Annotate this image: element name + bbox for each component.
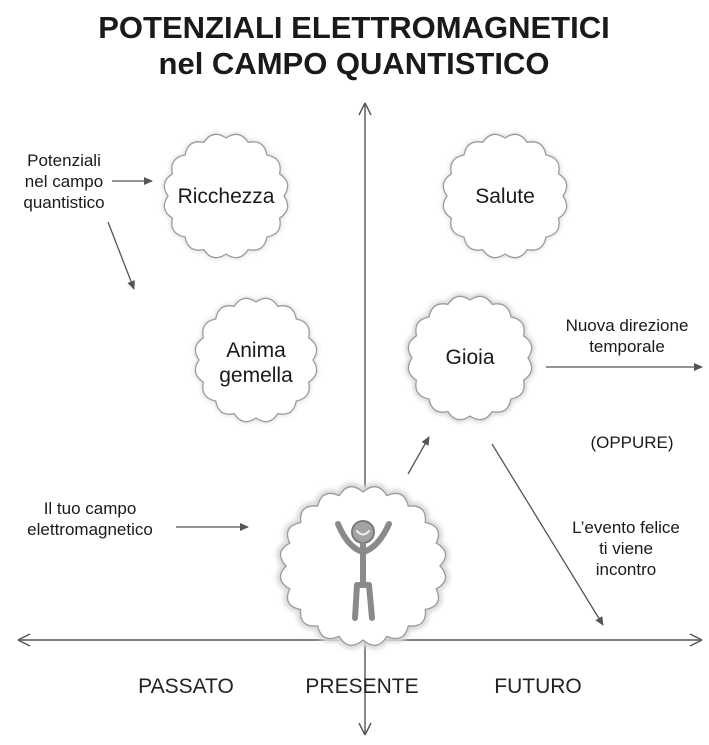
cloud-anima-gemella-outline (194, 297, 318, 423)
arrow-self-to-gioia (407, 436, 430, 475)
note-event-line-3: incontro (596, 560, 656, 579)
note-your-field-line-1: Il tuo campo (44, 499, 137, 518)
cloud-label-ricchezza: Ricchezza (178, 185, 275, 208)
axis-label-presente: PRESENTE (305, 675, 418, 698)
cloud-ricchezza (162, 132, 290, 260)
cloud-salute-outline (442, 133, 568, 259)
axis-label-passato: PASSATO (138, 675, 234, 698)
clouds-layer (162, 132, 569, 650)
axis-arrow-left-icon (17, 633, 31, 647)
arrow-potentials-down (107, 221, 135, 290)
cloud-label-anima: Anima (226, 339, 286, 362)
cloud-label-salute: Salute (475, 185, 535, 208)
note-event-line-2: ti viene (599, 539, 653, 558)
cloud-anima-gemella (193, 296, 319, 424)
cloud-label-gemella: gemella (219, 364, 293, 387)
axis-arrow-up-icon (358, 102, 372, 116)
axis-label-futuro: FUTURO (494, 675, 582, 698)
note-event-line-1: L’evento felice (572, 518, 680, 537)
person-arms-raised-icon (335, 520, 392, 621)
cloud-gioia-outline (407, 295, 533, 421)
note-potentials-line-1: Potenziali (27, 151, 101, 170)
note-potentials-line-3: quantistico (23, 193, 104, 212)
note-new-direction-line-2: temporale (589, 337, 665, 356)
arrow-event-toward-future (491, 443, 604, 626)
note-new-direction-line-1: Nuova direzione (566, 316, 689, 335)
note-potentials-line-2: nel campo (25, 172, 103, 191)
note-oppure: (OPPURE) (590, 433, 673, 452)
cloud-ricchezza-outline (163, 133, 289, 259)
cloud-salute (441, 132, 569, 260)
cloud-label-gioia: Gioia (445, 346, 494, 369)
title-line-1: POTENZIALI ELETTROMAGNETICI (98, 10, 610, 45)
note-your-field-line-2: elettromagnetico (27, 520, 153, 539)
cloud-gioia (405, 293, 535, 423)
axis-arrow-down-icon (358, 722, 372, 736)
axis-arrow-right-icon (689, 633, 703, 647)
title-line-2: nel CAMPO QUANTISTICO (159, 46, 550, 81)
